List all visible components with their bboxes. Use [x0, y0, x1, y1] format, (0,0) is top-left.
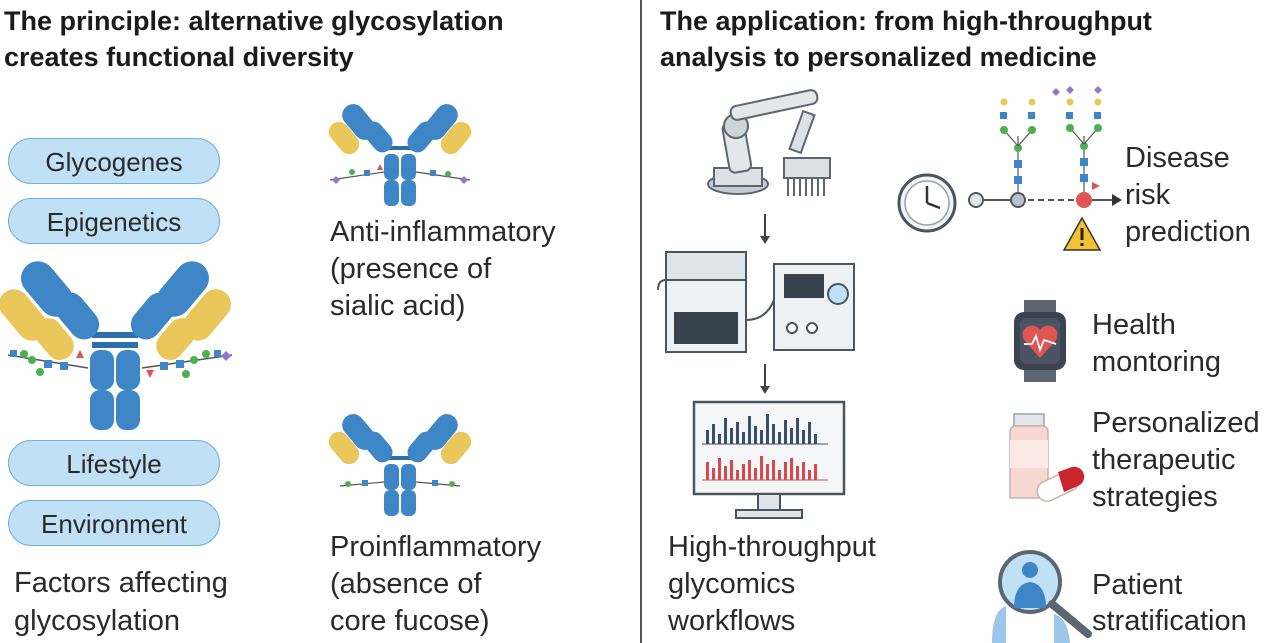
- health-line2: montoring: [1092, 346, 1221, 378]
- factors-caption-line2: glycosylation: [14, 605, 181, 637]
- risk-line2: risk: [1125, 179, 1171, 211]
- personalized-line1: Personalized: [1092, 407, 1260, 439]
- patient-magnifier-icon: [992, 550, 1092, 643]
- proinflammatory-line3: core fucose): [330, 605, 490, 637]
- anti-inflammatory-line2: (presence of: [330, 253, 492, 285]
- right-title-bold: The application:: [660, 6, 868, 36]
- anti-inflammatory-line1: Anti-inflammatory: [330, 216, 556, 248]
- workflow-line1: High-throughput: [668, 531, 876, 563]
- arrow-down-icon-2: [760, 364, 770, 394]
- factor-pill-environment: Environment: [8, 500, 220, 546]
- workflow-line2: glycomics: [668, 568, 796, 600]
- patient-line1: Patient: [1092, 569, 1183, 601]
- left-title-bold: The principle:: [4, 6, 182, 36]
- health-line1: Health: [1092, 309, 1176, 341]
- glycan-timeline-icon: [968, 86, 1122, 251]
- anti-inflammatory-line3: sialic acid): [330, 290, 466, 322]
- antibody-sialylated-icon: [328, 104, 472, 206]
- right-title-line2: analysis to personalized medicine: [660, 42, 1097, 72]
- factor-pill-glycogenes: Glycogenes: [8, 138, 220, 184]
- robot-arm-icon: [707, 89, 831, 196]
- left-title-rest: alternative glycosylation: [181, 6, 504, 36]
- antibody-afucosylated-icon: [328, 414, 472, 516]
- smartwatch-heart-icon: [1014, 300, 1066, 382]
- proinflammatory-line1: Proinflammatory: [330, 531, 542, 563]
- factor-pill-lifestyle: Lifestyle: [8, 440, 220, 486]
- personalized-line3: strategies: [1092, 481, 1218, 513]
- monitor-chart-icon: [692, 400, 846, 519]
- arrow-down-icon: [760, 214, 770, 244]
- proinflammatory-line2: (absence of: [330, 568, 482, 600]
- right-title-rest: from high-throughput: [867, 6, 1152, 36]
- patient-line2: stratification: [1092, 605, 1247, 637]
- risk-line1: Disease: [1125, 142, 1230, 174]
- right-title: The application: from high-throughput: [660, 4, 1152, 38]
- medicine-bottle-icon: [1009, 413, 1085, 502]
- factors-caption-line1: Factors affecting: [14, 567, 228, 599]
- antibody-large-icon: [0, 261, 233, 430]
- lab-instrument-icon: [657, 251, 855, 353]
- panel-divider: [640, 0, 642, 643]
- clock-icon: [897, 173, 957, 233]
- left-title-line2: creates functional diversity: [4, 42, 354, 72]
- workflow-line3: workflows: [668, 605, 796, 637]
- personalized-line2: therapeutic: [1092, 444, 1236, 476]
- factor-pill-epigenetics: Epigenetics: [8, 198, 220, 244]
- risk-line3: prediction: [1125, 216, 1251, 248]
- left-title: The principle: alternative glycosylation: [4, 4, 504, 38]
